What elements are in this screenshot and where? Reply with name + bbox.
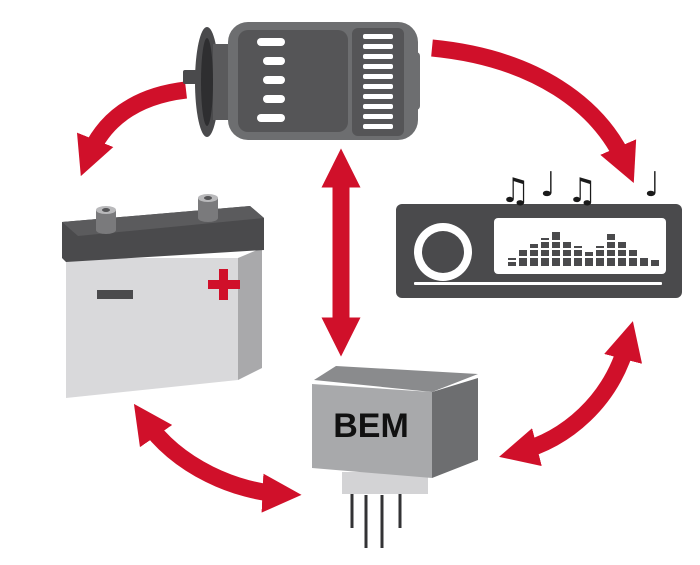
radio-slot xyxy=(414,282,662,285)
music-note-icon: ♩ xyxy=(644,165,660,205)
alternator-icon xyxy=(183,22,420,140)
arrow-radio-bem xyxy=(499,321,643,467)
arrow-alternator-to-battery xyxy=(77,81,188,177)
plus-sign-icon xyxy=(208,269,240,300)
module-pins xyxy=(350,492,402,548)
bem-label: BEM xyxy=(333,407,409,445)
music-note-icon: ♫ xyxy=(500,171,530,211)
music-note-icon: ♩ xyxy=(540,165,556,205)
arrows xyxy=(77,39,643,513)
battery-terminal-right xyxy=(198,194,218,222)
arrow-alternator-to-radio xyxy=(431,39,637,183)
arrow-battery-bem xyxy=(133,403,302,513)
battery-icon xyxy=(62,194,264,398)
control-module-icon: BEM xyxy=(312,366,478,548)
car-radio-icon xyxy=(396,204,682,298)
music-notes: ♫ ♩ ♫ ♩ xyxy=(500,165,660,211)
music-note-icon: ♫ xyxy=(567,171,597,211)
minus-sign-icon xyxy=(97,290,133,299)
battery-terminal-left xyxy=(96,206,116,234)
